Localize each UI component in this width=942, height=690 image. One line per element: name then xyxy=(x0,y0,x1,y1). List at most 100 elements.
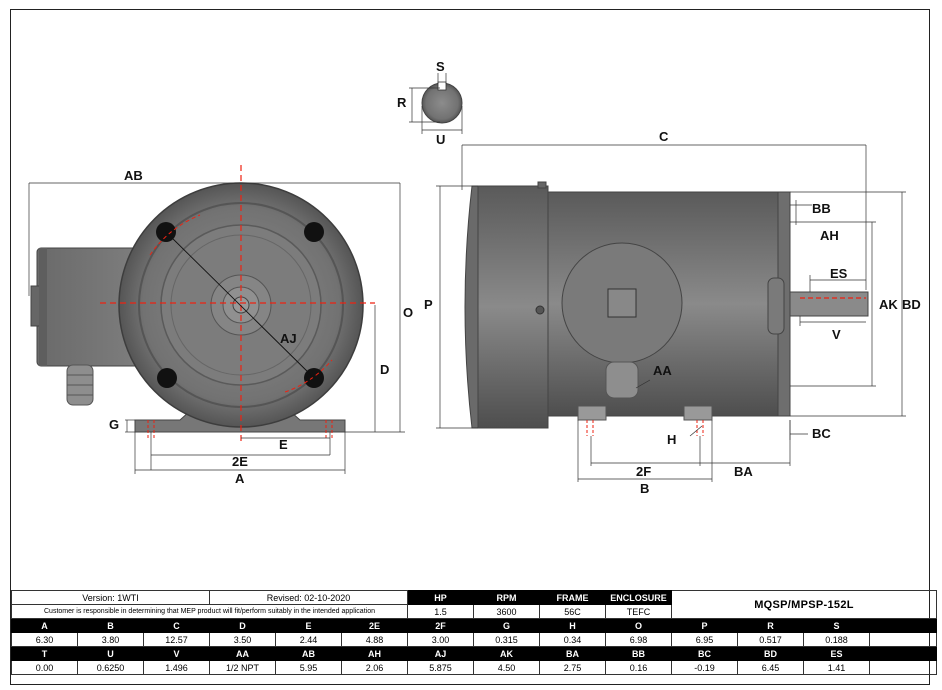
dim-header: ES xyxy=(803,646,870,661)
dim-header: 2F xyxy=(407,618,474,633)
dim-header: R xyxy=(737,618,804,633)
dim-header: H xyxy=(539,618,606,633)
dim-header: G xyxy=(473,618,540,633)
dim-label-a: A xyxy=(235,471,245,486)
rpm-header: RPM xyxy=(473,590,540,605)
dim-label-es: ES xyxy=(830,266,848,281)
disclaimer-note: Customer is responsible in determining t… xyxy=(11,604,408,619)
dim-label-ah: AH xyxy=(820,228,839,243)
motor-dimension-drawing: S R U C AB O P BB AH ES AK BD V AJ D AA … xyxy=(28,59,921,496)
dim-header: AA xyxy=(209,646,276,661)
dim-value: 2.06 xyxy=(341,660,408,675)
dim-label-b: B xyxy=(640,481,649,496)
side-view xyxy=(464,181,869,436)
dim-value: 0.34 xyxy=(539,632,606,647)
front-view xyxy=(30,165,375,445)
dim-value: 3.50 xyxy=(209,632,276,647)
dim-header: U xyxy=(77,646,144,661)
frame-value: 56C xyxy=(539,604,606,619)
dim-header: E xyxy=(275,618,342,633)
spec-table: Version: 1WTI Revised: 02-10-2020 HP RPM… xyxy=(11,590,937,675)
dims2-value-row: 0.00 0.6250 1.496 1/2 NPT 5.95 2.06 5.87… xyxy=(11,660,937,675)
dim-value: -0.19 xyxy=(671,660,738,675)
dim-header-empty xyxy=(869,646,937,661)
model-title: MQSP/MPSP-152L xyxy=(671,590,937,619)
dim-value: 1/2 NPT xyxy=(209,660,276,675)
dim-header: S xyxy=(803,618,870,633)
dim-header: BB xyxy=(605,646,672,661)
dim-label-2f: 2F xyxy=(636,464,651,479)
dim-label-ab: AB xyxy=(124,168,143,183)
dim-label-o: O xyxy=(403,305,413,320)
dim-label-s: S xyxy=(436,59,445,74)
dim-value: 5.95 xyxy=(275,660,342,675)
dim-value: 0.188 xyxy=(803,632,870,647)
dim-value: 4.88 xyxy=(341,632,408,647)
dim-value: 6.30 xyxy=(11,632,78,647)
dim-value: 6.98 xyxy=(605,632,672,647)
dim-header: AK xyxy=(473,646,540,661)
hp-value: 1.5 xyxy=(407,604,474,619)
drawing-frame xyxy=(10,9,930,685)
dim-label-bb: BB xyxy=(812,201,831,216)
dim-header: V xyxy=(143,646,210,661)
dim-label-v: V xyxy=(832,327,841,342)
dim-header: AJ xyxy=(407,646,474,661)
dim-value: 6.95 xyxy=(671,632,738,647)
frame-header: FRAME xyxy=(539,590,606,605)
dim-value: 3.80 xyxy=(77,632,144,647)
dim-label-ak: AK xyxy=(879,297,898,312)
rpm-value: 3600 xyxy=(473,604,540,619)
dim-value: 5.875 xyxy=(407,660,474,675)
dim-value: 0.315 xyxy=(473,632,540,647)
dim-label-2e: 2E xyxy=(232,454,248,469)
dim-label-aa: AA xyxy=(653,363,672,378)
dim-label-ba: BA xyxy=(734,464,753,479)
dim-header: C xyxy=(143,618,210,633)
dims1-value-row: 6.30 3.80 12.57 3.50 2.44 4.88 3.00 0.31… xyxy=(11,632,937,647)
dim-label-g: G xyxy=(109,417,119,432)
dim-value: 3.00 xyxy=(407,632,474,647)
dim-label-d: D xyxy=(380,362,389,377)
dim-value: 2.44 xyxy=(275,632,342,647)
dim-label-aj: AJ xyxy=(280,331,297,346)
dim-header: BC xyxy=(671,646,738,661)
dim-header: AH xyxy=(341,646,408,661)
dim-label-e: E xyxy=(279,437,288,452)
front-dimension-lines xyxy=(28,182,405,474)
dim-header: B xyxy=(77,618,144,633)
version-cell: Version: 1WTI xyxy=(11,590,210,605)
dim-value: 6.45 xyxy=(737,660,804,675)
dimension-labels: S R U C AB O P BB AH ES AK BD V AJ D AA … xyxy=(109,59,921,496)
dims2-header-row: T U V AA AB AH AJ AK BA BB BC BD ES xyxy=(11,646,937,661)
dim-value: 12.57 xyxy=(143,632,210,647)
dim-value-empty xyxy=(869,660,937,675)
dim-header: P xyxy=(671,618,738,633)
dim-header-empty xyxy=(869,618,937,633)
dim-value: 1.41 xyxy=(803,660,870,675)
dim-label-u: U xyxy=(436,132,445,147)
dim-header: D xyxy=(209,618,276,633)
dim-header: BD xyxy=(737,646,804,661)
dim-value-empty xyxy=(869,632,937,647)
dim-value: 0.517 xyxy=(737,632,804,647)
side-dimension-lines xyxy=(436,144,906,482)
hp-header: HP xyxy=(407,590,474,605)
dim-header: O xyxy=(605,618,672,633)
dim-value: 0.6250 xyxy=(77,660,144,675)
dim-header: T xyxy=(11,646,78,661)
dim-header: BA xyxy=(539,646,606,661)
enclosure-header: ENCLOSURE xyxy=(605,590,672,605)
shaft-end-view xyxy=(409,73,463,134)
dim-header: AB xyxy=(275,646,342,661)
dim-label-bc: BC xyxy=(812,426,831,441)
dim-label-p: P xyxy=(424,297,433,312)
dim-value: 0.00 xyxy=(11,660,78,675)
dim-value: 1.496 xyxy=(143,660,210,675)
dim-label-h: H xyxy=(667,432,676,447)
dim-header: A xyxy=(11,618,78,633)
dim-header: 2E xyxy=(341,618,408,633)
dim-label-bd: BD xyxy=(902,297,921,312)
dim-value: 0.16 xyxy=(605,660,672,675)
dims1-header-row: A B C D E 2E 2F G H O P R S xyxy=(11,618,937,633)
